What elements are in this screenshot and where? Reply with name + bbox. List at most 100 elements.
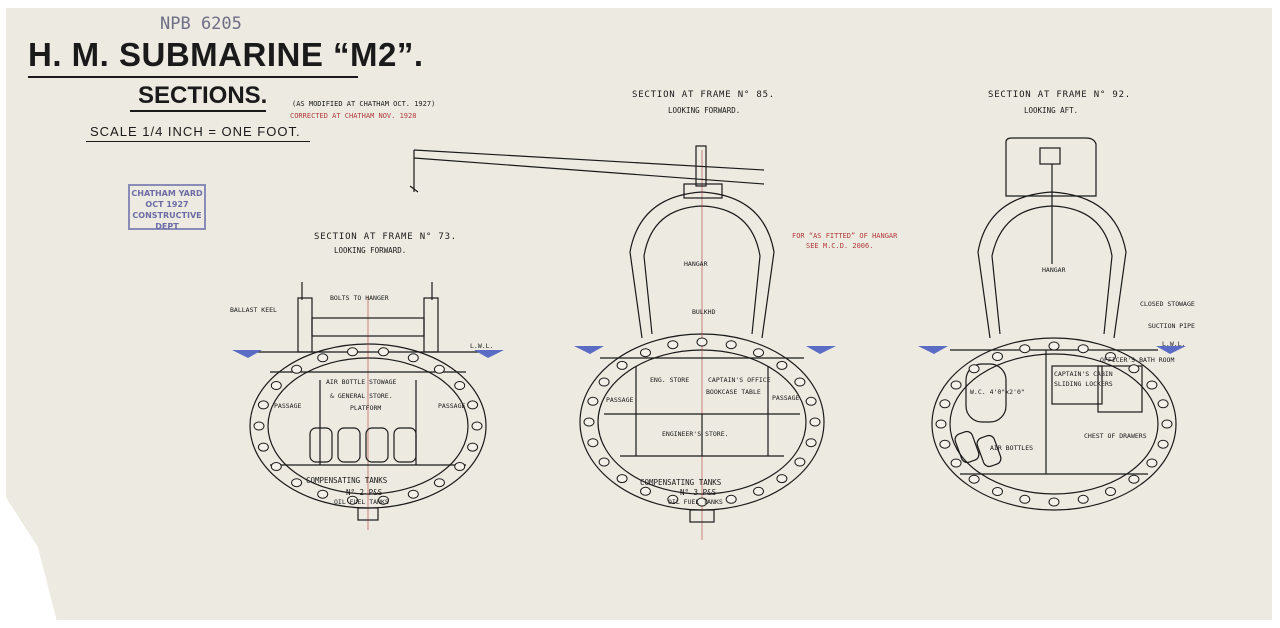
section-73-lwl: L.W.L. bbox=[470, 342, 494, 350]
lightening-hole bbox=[270, 381, 282, 390]
lightening-hole bbox=[939, 439, 951, 449]
stamp-line-3: CONSTRUCTIVE DEPT bbox=[132, 211, 202, 231]
section-85-comp-tanks: COMPENSATING TANKS bbox=[640, 478, 722, 487]
section-73-bottles bbox=[309, 427, 417, 463]
drawing-scale: SCALE 1/4 INCH = ONE FOOT. bbox=[90, 124, 301, 139]
lightening-hole bbox=[587, 438, 599, 448]
lightening-hole bbox=[1019, 494, 1031, 504]
section-73-tank-no: N° 2 P&S bbox=[346, 488, 383, 497]
section-73-waterline-left bbox=[232, 350, 262, 358]
lightening-hole bbox=[667, 340, 679, 350]
lightening-hole bbox=[1128, 474, 1140, 484]
stamp-line-1: CHATHAM YARD bbox=[131, 189, 203, 198]
lightening-hole bbox=[992, 352, 1003, 361]
lightening-hole bbox=[696, 337, 708, 347]
section-85-eng-store: ENG. STORE bbox=[650, 376, 690, 384]
section-92-captains-cabin: CAPTAIN'S CABIN bbox=[1054, 370, 1113, 378]
section-85-heading: SECTION AT FRAME N° 85. bbox=[632, 90, 776, 100]
section-73-waterline-right bbox=[474, 350, 504, 358]
lightening-hole bbox=[347, 495, 358, 505]
lightening-hole bbox=[640, 348, 651, 358]
lightening-hole bbox=[1019, 344, 1031, 354]
lightening-hole bbox=[968, 364, 980, 374]
lightening-hole bbox=[1077, 344, 1089, 354]
lightening-hole bbox=[1157, 439, 1169, 449]
section-92-waterline-left bbox=[918, 346, 948, 354]
modified-note: (AS MODIFIED AT CHATHAM OCT. 1927) bbox=[292, 100, 436, 108]
lightening-hole bbox=[378, 347, 389, 357]
lightening-hole bbox=[725, 340, 737, 350]
lightening-hole bbox=[454, 462, 466, 471]
lightening-hole bbox=[253, 421, 265, 431]
lightening-hole bbox=[1157, 399, 1169, 409]
lightening-hole bbox=[950, 458, 962, 468]
lightening-hole bbox=[753, 486, 764, 496]
section-92-officers-bath: OFFICER'S BATH ROOM bbox=[1100, 356, 1175, 364]
lightening-hole bbox=[1146, 380, 1158, 390]
lightening-hole bbox=[640, 486, 651, 496]
lightening-hole bbox=[598, 457, 610, 467]
lightening-hole bbox=[291, 478, 303, 488]
section-73-direction: LOOKING FORWARD. bbox=[334, 246, 407, 255]
lightening-hole bbox=[1105, 352, 1116, 361]
lightening-hole bbox=[935, 419, 947, 429]
section-92-hangar: HANGAR bbox=[1042, 266, 1066, 274]
section-85-office-sub: BOOKCASE TABLE bbox=[706, 388, 761, 396]
section-85-direction: LOOKING FORWARD. bbox=[668, 106, 741, 115]
lightening-hole bbox=[347, 347, 358, 357]
section-73-heading: SECTION AT FRAME N° 73. bbox=[314, 232, 458, 242]
drawing-title: H. M. SUBMARINE “M2”. bbox=[28, 36, 424, 73]
lightening-hole bbox=[794, 457, 806, 467]
lightening-hole bbox=[407, 489, 419, 499]
lightening-hole bbox=[598, 377, 610, 387]
lightening-hole bbox=[1077, 494, 1089, 504]
section-73-top-note: BOLTS TO HANGER bbox=[330, 294, 389, 302]
lightening-hole bbox=[467, 400, 479, 410]
lightening-hole bbox=[776, 474, 788, 484]
lightening-hole bbox=[471, 421, 483, 431]
section-73-platform: PLATFORM bbox=[350, 404, 382, 412]
section-85-tank-no: N° 3 P&S bbox=[680, 488, 717, 497]
lightening-hole bbox=[433, 478, 445, 488]
lightening-hole bbox=[1048, 497, 1060, 507]
section-85-oil-fuel: OIL FUEL TANKS bbox=[668, 498, 723, 506]
scale-underline bbox=[86, 141, 310, 142]
lightening-hole bbox=[809, 417, 821, 427]
section-92-suction-pipe: SUCTION PIPE bbox=[1148, 322, 1195, 330]
lightening-hole bbox=[378, 495, 389, 505]
lightening-hole bbox=[257, 442, 269, 452]
lightening-hole bbox=[805, 396, 817, 406]
section-92-drawing bbox=[931, 137, 1177, 511]
section-85-engineers-store: ENGINEER'S STORE. bbox=[662, 430, 729, 438]
section-92-heading: SECTION AT FRAME N° 92. bbox=[988, 90, 1132, 100]
section-73-general-store: & GENERAL STORE. bbox=[330, 392, 393, 400]
lightening-hole bbox=[433, 364, 445, 374]
corrected-note: CORRECTED AT CHATHAM NOV. 1928 bbox=[290, 112, 417, 120]
section-73-passage-left: PASSAGE bbox=[274, 402, 302, 410]
section-92-wc: W.C. 4'0"x2'0" bbox=[970, 388, 1025, 396]
lightening-hole bbox=[317, 489, 329, 499]
drawing-subtitle: SECTIONS. bbox=[138, 82, 268, 109]
lightening-hole bbox=[270, 462, 282, 471]
lightening-hole bbox=[616, 360, 628, 370]
fitted-note-1: FOR “AS FITTED” OF HANGAR bbox=[792, 232, 898, 240]
section-85-captains-office: CAPTAIN'S OFFICE bbox=[708, 376, 771, 384]
lightening-hole bbox=[467, 442, 479, 452]
section-73-comp-tanks: COMPENSATING TANKS bbox=[306, 476, 388, 485]
section-73-air-bottle: AIR BOTTLE STOWAGE bbox=[326, 378, 397, 386]
lightening-hole bbox=[454, 381, 466, 390]
lightening-hole bbox=[317, 353, 329, 363]
section-92-lwl: L.W.L. bbox=[1162, 340, 1186, 348]
stamp-line-2: OCT 1927 bbox=[145, 200, 189, 209]
section-73-passage-right: PASSAGE bbox=[438, 402, 466, 410]
lightening-hole bbox=[939, 399, 951, 409]
section-73-ballast: BALLAST KEEL bbox=[230, 306, 277, 314]
lightening-hole bbox=[583, 417, 595, 427]
lightening-hole bbox=[1146, 458, 1158, 468]
section-73-oil-fuel: OIL FUEL TANKS bbox=[334, 498, 389, 506]
sheet-reference-number: NPB 6205 bbox=[160, 14, 242, 34]
chatham-yard-stamp: CHATHAM YARD OCT 1927 CONSTRUCTIVE DEPT bbox=[128, 184, 206, 231]
lightening-hole bbox=[291, 364, 303, 374]
lightening-hole bbox=[587, 396, 599, 406]
